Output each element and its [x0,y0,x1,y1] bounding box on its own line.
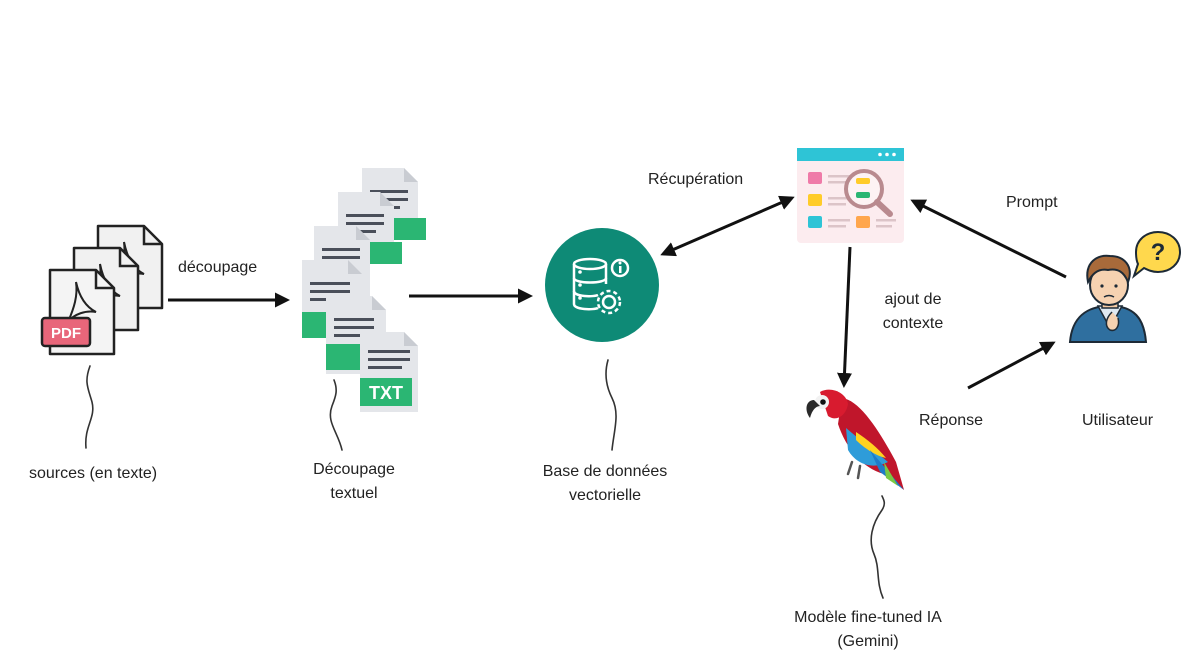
pointer-model [870,495,886,599]
txt-documents-icon: TXT [302,168,426,412]
label-model-line2: (Gemini) [837,633,899,650]
label-sources: sources (en texte) [29,465,158,482]
arrow-user-prompt-to-retrieval [910,199,1067,279]
question-mark-text: ? [1151,239,1166,266]
vector-database-icon [545,228,659,342]
user-avatar-icon: ? [1068,230,1182,343]
pdf-badge-text: PDF [51,325,81,342]
pointer-vectordb [605,359,617,451]
label-vectordb-line1: Base de données [542,463,668,480]
label-context-line1: ajout de [884,291,942,308]
retrieval-search-icon [797,148,904,243]
label-pointers [85,359,886,599]
label-chunks-line1: Découpage [313,461,395,478]
parrot-model-icon [806,389,904,490]
arrows-group [168,195,1067,390]
pointer-chunks [329,379,343,451]
label-vectordb-line2: vectorielle [568,487,642,504]
pointer-sources [85,365,94,449]
label-model-line1: Modèle fine-tuned IA [794,609,942,626]
label-decoupage-edge: découpage [178,259,258,276]
arrow-db-retrieval-bidirectional [660,195,795,257]
label-chunks-line2: textuel [330,485,378,502]
label-context-line2: contexte [882,315,944,332]
txt-badge-text: TXT [369,383,403,403]
pdf-documents-icon: PDF [40,224,164,356]
label-prompt-edge: Prompt [1006,194,1058,211]
arrow-retrieval-context-to-model [837,246,853,388]
arrow-model-response-to-user [967,341,1056,390]
label-user: Utilisateur [1082,412,1154,429]
label-recuperation-edge: Récupération [648,171,744,188]
label-reponse-edge: Réponse [919,412,984,429]
